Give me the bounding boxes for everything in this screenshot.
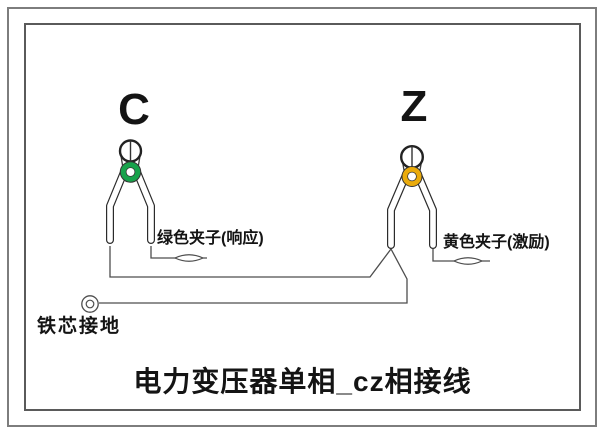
clamp-c-caption: 绿色夹子(响应) [157, 230, 264, 247]
clamp-c-left-leg-fill [107, 169, 127, 243]
clamp-c-label: C [118, 85, 150, 134]
clamp-z-ring-hole [407, 171, 417, 182]
wire-z-to-ground [99, 248, 408, 304]
clamp-c-ring-hole [125, 167, 136, 177]
inner-border [24, 23, 581, 411]
connectors [173, 254, 484, 265]
connector-lens-c [173, 254, 205, 262]
clamp-z [387, 144, 437, 249]
clamp-c-right-leg-fill [134, 169, 154, 243]
wire-c-to-z [109, 246, 392, 278]
clamp-z-label: Z [400, 82, 428, 131]
outer-border [7, 7, 597, 427]
wires [99, 246, 490, 304]
ground-label: 铁芯接地 [37, 316, 122, 337]
clamp-z-right-leg-fill [415, 173, 436, 248]
clamp-c [106, 139, 155, 244]
clamp-z-left-leg-fill [388, 173, 409, 248]
connector-lens-z [452, 257, 484, 265]
diagram-title: 电力变压器单相_cz相接线 [133, 366, 472, 397]
ground-inner-circle [85, 299, 95, 309]
clamp-z-caption: 黄色夹子(激励) [443, 234, 550, 251]
ground-terminal [81, 295, 99, 313]
